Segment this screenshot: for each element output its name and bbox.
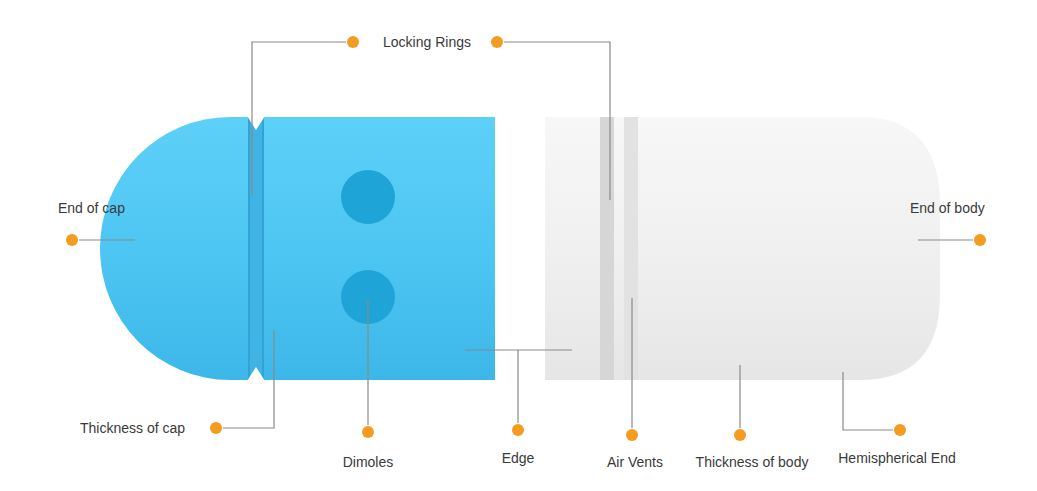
ring-notch — [247, 116, 265, 130]
leader-lines — [79, 42, 973, 430]
callout-dot — [66, 234, 78, 246]
callout-dot — [491, 36, 503, 48]
callout-dot — [734, 429, 746, 441]
leader-line — [367, 300, 368, 425]
leader-line — [79, 239, 135, 240]
air-vent — [624, 117, 638, 380]
part-label: Thickness of body — [696, 454, 809, 470]
capsule-cap — [100, 117, 495, 380]
part-label: Air Vents — [607, 454, 663, 470]
capsule-body — [545, 117, 940, 380]
dimple — [341, 170, 395, 224]
leader-line — [504, 42, 610, 200]
leader-line — [739, 365, 740, 428]
callout-dot — [210, 422, 222, 434]
part-label: Edge — [502, 450, 535, 466]
callout-dots — [66, 36, 986, 441]
ring-edge — [262, 117, 264, 380]
body-locking-ring — [600, 117, 614, 380]
callout-dot — [512, 424, 524, 436]
part-label: Locking Rings — [383, 34, 471, 50]
part-label: End of body — [910, 200, 985, 216]
callout-dot — [894, 424, 906, 436]
part-label: End of cap — [58, 200, 125, 216]
leader-line — [252, 42, 346, 195]
part-label: Dimoles — [343, 454, 394, 470]
leader-line — [918, 239, 973, 240]
cap-locking-ring — [248, 117, 264, 380]
callout-dot — [626, 429, 638, 441]
callout-dot — [974, 234, 986, 246]
part-label: Thickness of cap — [80, 420, 185, 436]
part-label: Hemispherical End — [838, 450, 956, 466]
callout-dot — [362, 426, 374, 438]
leader-line — [517, 350, 518, 423]
leader-line — [631, 298, 632, 428]
leader-line — [223, 330, 274, 428]
leader-line — [465, 349, 572, 350]
callout-dot — [347, 36, 359, 48]
ring-edge — [248, 117, 250, 380]
ring-notch — [247, 367, 265, 381]
leader-line — [843, 372, 893, 430]
